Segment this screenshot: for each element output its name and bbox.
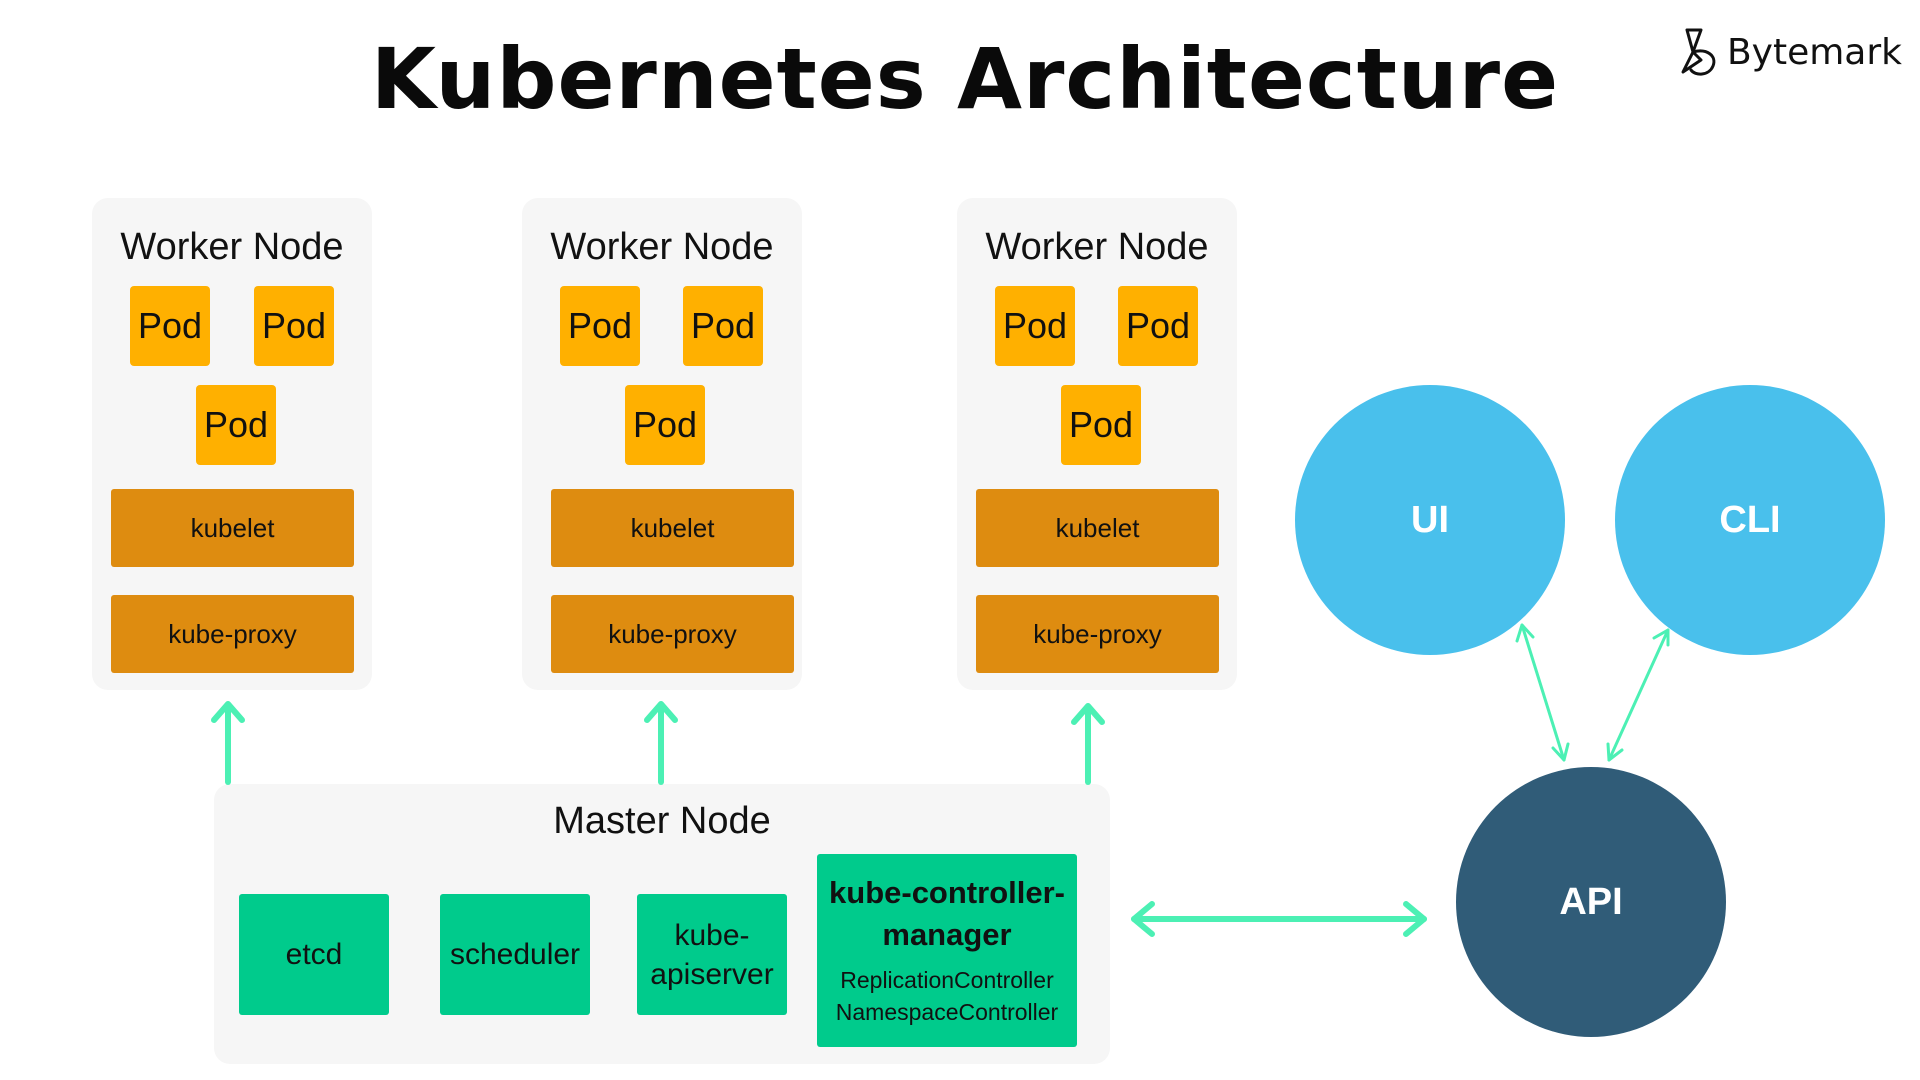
- api-label: API: [1559, 880, 1623, 923]
- master-node-title: Master Node: [553, 800, 771, 842]
- pod: Pod: [130, 286, 210, 366]
- pod: Pod: [560, 286, 640, 366]
- kube-proxy-box: kube-proxy: [976, 595, 1219, 673]
- kube-proxy-box: kube-proxy: [551, 595, 794, 673]
- worker-node-title: Worker Node: [985, 226, 1209, 268]
- arrow-master-to-worker-2: [644, 701, 678, 785]
- pod: Pod: [1118, 286, 1198, 366]
- kubelet-box: kubelet: [976, 489, 1219, 567]
- ui-label: UI: [1411, 498, 1449, 541]
- worker-node-2: Worker Node Pod Pod Pod kubelet kube-pro…: [522, 198, 802, 690]
- brand-name: Bytemark: [1726, 31, 1902, 73]
- kube-controller-manager-box: kube-controller- manager ReplicationCont…: [817, 854, 1077, 1047]
- pod: Pod: [254, 286, 334, 366]
- worker-node-title: Worker Node: [120, 226, 344, 268]
- arrow-master-api-bidirectional: [1131, 901, 1427, 937]
- master-node: Master Node etcd scheduler kube- apiserv…: [214, 784, 1110, 1064]
- ui-circle: UI: [1295, 385, 1565, 655]
- brand-logo: Bytemark: [1677, 26, 1902, 78]
- pod: Pod: [995, 286, 1075, 366]
- worker-node-1: Worker Node Pod Pod Pod kubelet kube-pro…: [92, 198, 372, 690]
- kube-apiserver-box: kube- apiserver: [637, 894, 787, 1015]
- page-title: Kubernetes Architecture: [370, 30, 1560, 128]
- apiserver-label-line2: apiserver: [650, 957, 774, 991]
- apiserver-label-line1: kube-: [674, 918, 750, 952]
- scheduler-box: scheduler: [440, 894, 590, 1015]
- cli-circle: CLI: [1615, 385, 1885, 655]
- scheduler-label: scheduler: [449, 938, 581, 971]
- worker-node-3: Worker Node Pod Pod Pod kubelet kube-pro…: [957, 198, 1237, 690]
- pod: Pod: [625, 385, 705, 465]
- arrow-master-to-worker-1: [211, 701, 245, 785]
- kubelet-box: kubelet: [111, 489, 354, 567]
- kube-proxy-box: kube-proxy: [111, 595, 354, 673]
- replication-controller-label: ReplicationController: [840, 967, 1054, 994]
- pod: Pod: [1061, 385, 1141, 465]
- worker-node-title: Worker Node: [550, 226, 774, 268]
- controller-manager-label-line2: manager: [882, 917, 1012, 953]
- cli-label: CLI: [1719, 498, 1781, 541]
- pod: Pod: [196, 385, 276, 465]
- etcd-box: etcd: [239, 894, 389, 1015]
- etcd-label: etcd: [285, 938, 343, 971]
- api-circle: API: [1456, 767, 1726, 1037]
- kubelet-box: kubelet: [551, 489, 794, 567]
- pod: Pod: [683, 286, 763, 366]
- namespace-controller-label: NamespaceController: [835, 999, 1059, 1026]
- bytemark-logo-icon: [1677, 26, 1721, 78]
- arrow-master-to-worker-3: [1071, 703, 1105, 785]
- controller-manager-label-line1: kube-controller-: [829, 875, 1065, 911]
- arrow-ui-api-bidirectional: [1515, 623, 1570, 762]
- arrow-cli-api-bidirectional: [1606, 628, 1670, 762]
